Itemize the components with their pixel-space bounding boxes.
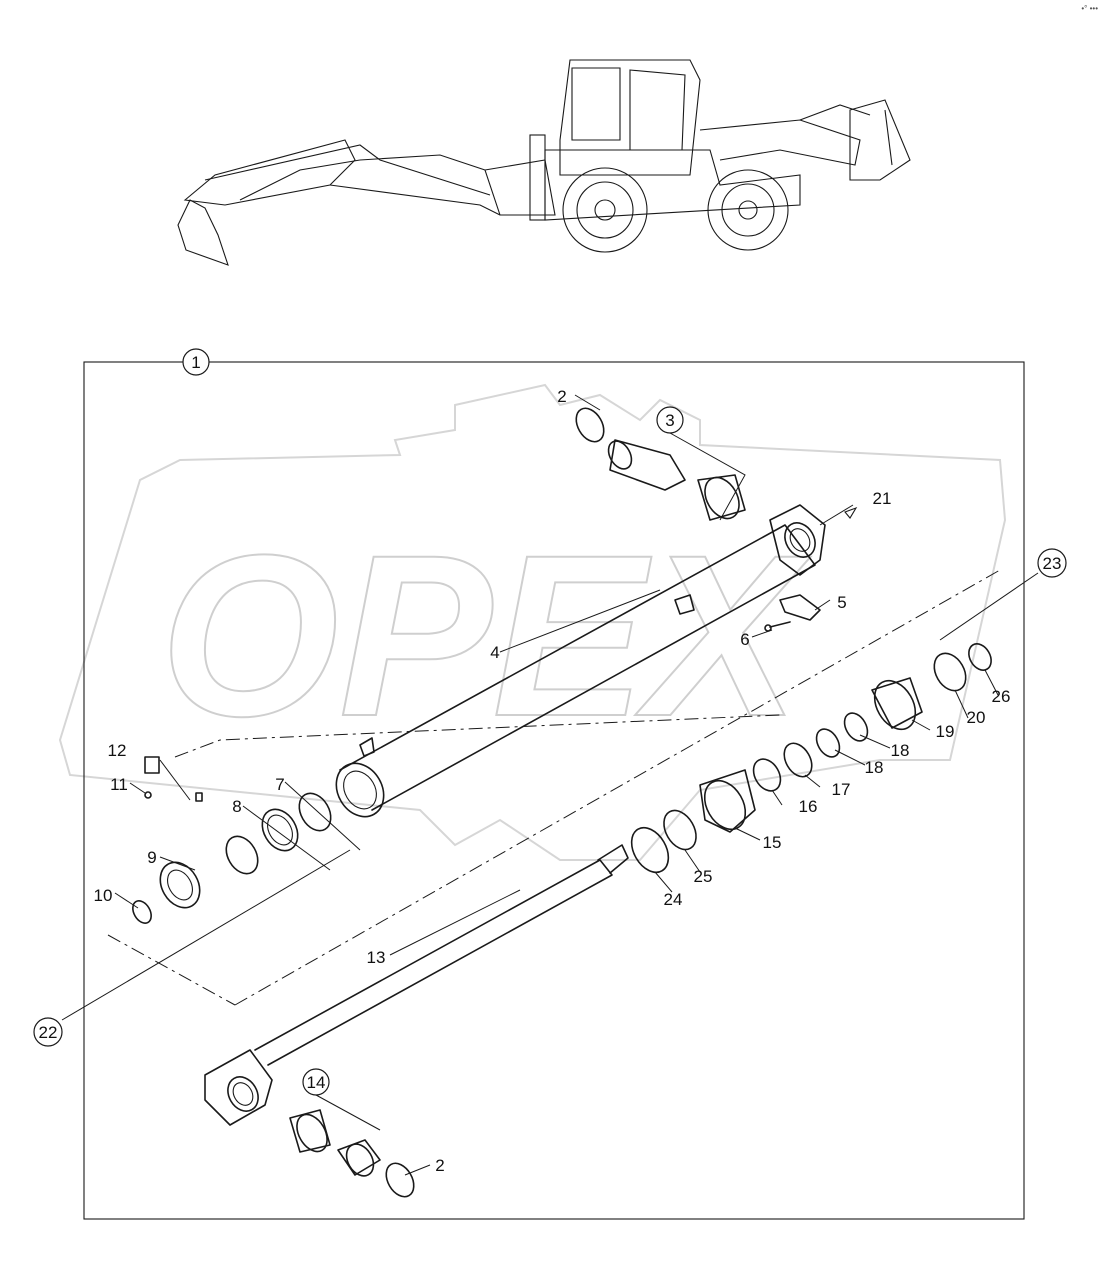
callouts: 1 2 3 4 5 6 7 8 9 10 11 12 13 14 2 15 16… xyxy=(33,348,1067,1175)
alignment-lines xyxy=(107,569,1001,1006)
callout-16: 16 xyxy=(799,797,818,816)
callout-2-top: 2 xyxy=(557,387,566,406)
watermark-gear xyxy=(58,383,1007,861)
callout-13: 13 xyxy=(367,948,386,967)
svg-text:23: 23 xyxy=(1043,554,1062,573)
callout-8: 8 xyxy=(232,797,241,816)
callout-23: 23 xyxy=(1037,548,1067,578)
opex-watermark: OPEX xyxy=(58,383,1007,861)
callout-14: 14 xyxy=(302,1068,330,1096)
callout-3: 3 xyxy=(656,406,684,434)
callout-22: 22 xyxy=(33,1017,63,1047)
callout-12: 12 xyxy=(108,741,127,760)
callout-19: 19 xyxy=(936,722,955,741)
svg-text:3: 3 xyxy=(665,411,674,430)
callout-7: 7 xyxy=(275,775,284,794)
callout-18-lower: 18 xyxy=(865,758,884,777)
callout-5: 5 xyxy=(837,593,846,612)
callout-18-upper: 18 xyxy=(891,741,910,760)
callout-1: 1 xyxy=(182,348,210,376)
watermark-text: OPEX xyxy=(160,507,811,764)
bottom-pin-group xyxy=(289,1109,415,1198)
callout-24: 24 xyxy=(664,890,683,909)
callout-17: 17 xyxy=(832,780,851,799)
callout-25: 25 xyxy=(694,867,713,886)
svg-text:1: 1 xyxy=(191,353,200,372)
corner-mark: •° ••• xyxy=(1081,4,1098,13)
callout-9: 9 xyxy=(147,848,156,867)
callout-11: 11 xyxy=(110,775,128,794)
callout-4: 4 xyxy=(490,643,499,662)
callout-26: 26 xyxy=(992,687,1011,706)
svg-text:22: 22 xyxy=(39,1023,58,1042)
assembly-frame xyxy=(83,361,1025,1220)
top-pin-group xyxy=(575,407,746,521)
reference-marker-icon xyxy=(844,506,858,519)
callout-20: 20 xyxy=(967,708,986,727)
svg-text:14: 14 xyxy=(307,1073,326,1092)
callout-21: 21 xyxy=(873,489,892,508)
head-seal-group xyxy=(132,756,332,924)
piston-seal-group xyxy=(630,643,992,874)
callout-10: 10 xyxy=(94,886,113,905)
leader-lines xyxy=(61,362,1039,1176)
cylinder-barrel xyxy=(335,524,816,818)
barrel-eye-head xyxy=(769,504,826,576)
callout-6: 6 xyxy=(740,630,749,649)
callout-15: 15 xyxy=(763,833,782,852)
piston-rod xyxy=(204,844,629,1126)
callout-2-bottom: 2 xyxy=(435,1156,444,1175)
backhoe-loader-illustration xyxy=(177,59,911,266)
